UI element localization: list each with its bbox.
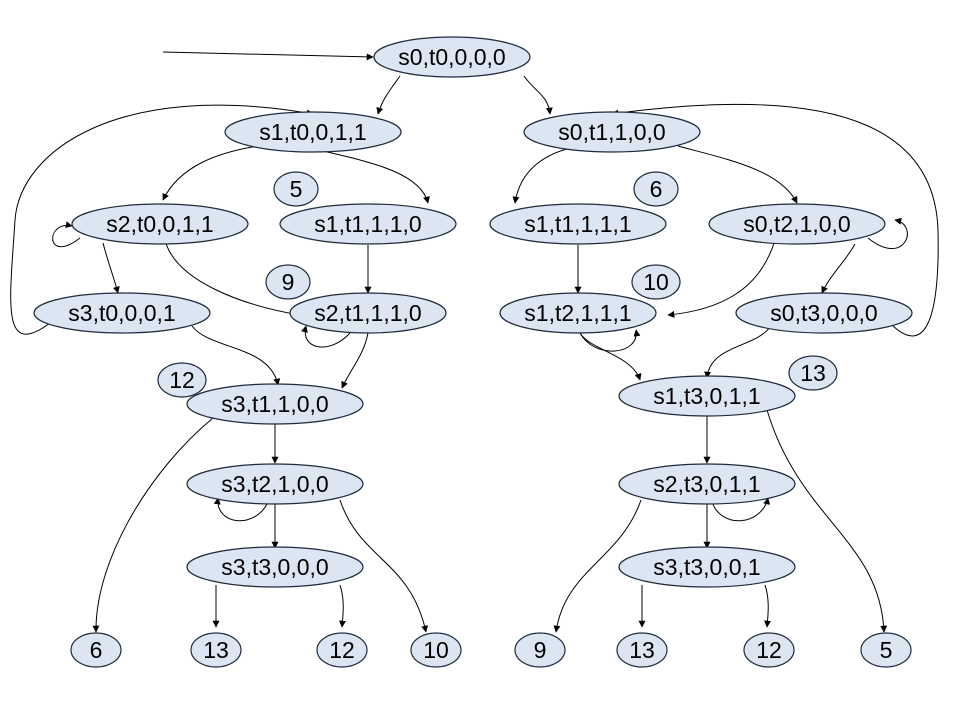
edge-n10-n12 bbox=[704, 326, 771, 379]
edge-n6-loop bbox=[867, 217, 908, 250]
number-badge[interactable]: 6 bbox=[633, 171, 679, 207]
edge-n13-loop bbox=[213, 497, 269, 522]
state-label: s2,t1,1,1,0 bbox=[314, 300, 421, 326]
edge-n15-l12a bbox=[339, 584, 347, 628]
state-node[interactable]: s3,t3,0,0,1 bbox=[618, 546, 796, 588]
edge-n6-n10 bbox=[821, 243, 856, 294]
number-badge[interactable]: 10 bbox=[631, 264, 681, 300]
state-label: s1,t0,0,1,1 bbox=[259, 119, 366, 145]
state-label: s3,t3,0,0,0 bbox=[221, 554, 328, 580]
state-node[interactable]: s2,t0,0,1,1 bbox=[71, 203, 249, 245]
edge-n12-l5 bbox=[766, 409, 888, 633]
edge-n3-n8 bbox=[164, 239, 301, 318]
state-label: s3,t2,1,0,0 bbox=[221, 471, 328, 497]
state-node[interactable]: s1,t1,1,1,1 bbox=[489, 203, 667, 245]
state-node[interactable]: s0,t3,0,0,0 bbox=[735, 292, 913, 334]
badge-label: 12 bbox=[329, 637, 355, 663]
edge-n2-n6 bbox=[677, 145, 798, 204]
state-node[interactable]: s0,t0,0,0,0 bbox=[373, 36, 531, 78]
edge-n9-loop bbox=[579, 329, 641, 352]
leaf-badge[interactable]: 12 bbox=[743, 632, 795, 668]
state-node[interactable]: s3,t0,0,0,1 bbox=[33, 292, 211, 334]
state-label: s1,t3,0,1,1 bbox=[653, 383, 760, 409]
state-label: s1,t1,1,1,0 bbox=[314, 211, 421, 237]
edge-n7-n1 bbox=[10, 104, 314, 335]
edge-n0-n1 bbox=[376, 75, 401, 115]
edge-n9-n12 bbox=[579, 332, 642, 381]
state-label: s1,t1,1,1,1 bbox=[524, 211, 631, 237]
state-node[interactable]: s0,t1,1,0,0 bbox=[523, 111, 701, 153]
edge-n1-n3 bbox=[162, 145, 259, 201]
number-badges: 5 6 9 10 12 13 6 13 12 10 9 bbox=[70, 171, 912, 668]
state-label: s0,t3,0,0,0 bbox=[770, 300, 877, 326]
state-label: s2,t0,0,1,1 bbox=[106, 211, 213, 237]
edge-n16-l12b bbox=[764, 584, 772, 628]
edge-n3-loop bbox=[52, 221, 81, 248]
state-label: s1,t2,1,1,1 bbox=[524, 300, 631, 326]
state-label: s3,t1,1,0,0 bbox=[221, 391, 328, 417]
edge-n1-n4 bbox=[309, 147, 430, 204]
state-nodes: s0,t0,0,0,0 s1,t0,0,1,1 s0,t1,1,0,0 s2,t… bbox=[33, 36, 913, 588]
state-label: s3,t0,0,0,1 bbox=[68, 300, 175, 326]
badge-label: 10 bbox=[643, 269, 669, 295]
state-node[interactable]: s0,t2,1,0,0 bbox=[708, 203, 886, 245]
edge-n14-l9 bbox=[553, 499, 642, 633]
edge-n2-n5 bbox=[512, 145, 581, 204]
state-node[interactable]: s2,t3,0,1,1 bbox=[618, 463, 796, 505]
edge-n13-l10 bbox=[339, 499, 429, 633]
badge-label: 5 bbox=[290, 176, 303, 202]
state-label: s0,t2,1,0,0 bbox=[743, 211, 850, 237]
state-node[interactable]: s1,t2,1,1,1 bbox=[499, 292, 657, 334]
leaf-badge[interactable]: 13 bbox=[190, 632, 242, 668]
leaf-badge[interactable]: 9 bbox=[514, 632, 566, 668]
state-node[interactable]: s2,t1,1,1,0 bbox=[289, 292, 447, 334]
state-node[interactable]: s1,t1,1,1,0 bbox=[279, 203, 457, 245]
edge-n11-l6 bbox=[92, 417, 214, 633]
badge-label: 6 bbox=[650, 176, 663, 202]
edge-start-n0 bbox=[162, 51, 374, 61]
edge-n14-loop bbox=[711, 497, 771, 522]
edge-n10-n2 bbox=[611, 103, 939, 337]
number-badge[interactable]: 5 bbox=[273, 171, 319, 207]
badge-label: 13 bbox=[203, 637, 229, 663]
number-badge[interactable]: 9 bbox=[265, 264, 311, 300]
state-node[interactable]: s1,t3,0,1,1 bbox=[618, 375, 796, 417]
badge-label: 6 bbox=[90, 637, 103, 663]
edge-n7-n11 bbox=[191, 325, 281, 386]
badge-label: 5 bbox=[880, 637, 893, 663]
leaf-badge[interactable]: 13 bbox=[616, 632, 668, 668]
state-node[interactable]: s3,t1,1,0,0 bbox=[186, 383, 364, 425]
number-badge[interactable]: 12 bbox=[157, 362, 207, 398]
edge-n0-n2 bbox=[523, 75, 553, 115]
leaf-badge[interactable]: 6 bbox=[70, 632, 122, 668]
state-node[interactable]: s3,t3,0,0,0 bbox=[186, 546, 364, 588]
badge-label: 9 bbox=[534, 637, 547, 663]
leaf-badge[interactable]: 12 bbox=[316, 632, 368, 668]
badge-label: 12 bbox=[756, 637, 782, 663]
leaf-badge[interactable]: 5 bbox=[860, 632, 912, 668]
state-node[interactable]: s1,t0,0,1,1 bbox=[224, 111, 402, 153]
leaf-badge[interactable]: 10 bbox=[410, 632, 462, 668]
state-label: s0,t0,0,0,0 bbox=[398, 44, 505, 70]
badge-label: 13 bbox=[800, 360, 826, 386]
edge-n8-loop bbox=[301, 325, 351, 348]
badge-label: 9 bbox=[282, 269, 295, 295]
number-badge[interactable]: 13 bbox=[788, 355, 838, 391]
edges bbox=[10, 51, 939, 633]
state-node[interactable]: s3,t2,1,0,0 bbox=[186, 463, 364, 505]
edge-n3-n7 bbox=[102, 242, 120, 294]
badge-label: 12 bbox=[169, 367, 195, 393]
badge-label: 13 bbox=[629, 637, 655, 663]
badge-label: 10 bbox=[423, 637, 449, 663]
edge-n8-n11 bbox=[341, 332, 369, 389]
state-label: s2,t3,0,1,1 bbox=[653, 471, 760, 497]
state-label: s0,t1,1,0,0 bbox=[558, 119, 665, 145]
edge-n6-n9 bbox=[667, 239, 776, 318]
state-label: s3,t3,0,0,1 bbox=[653, 554, 760, 580]
